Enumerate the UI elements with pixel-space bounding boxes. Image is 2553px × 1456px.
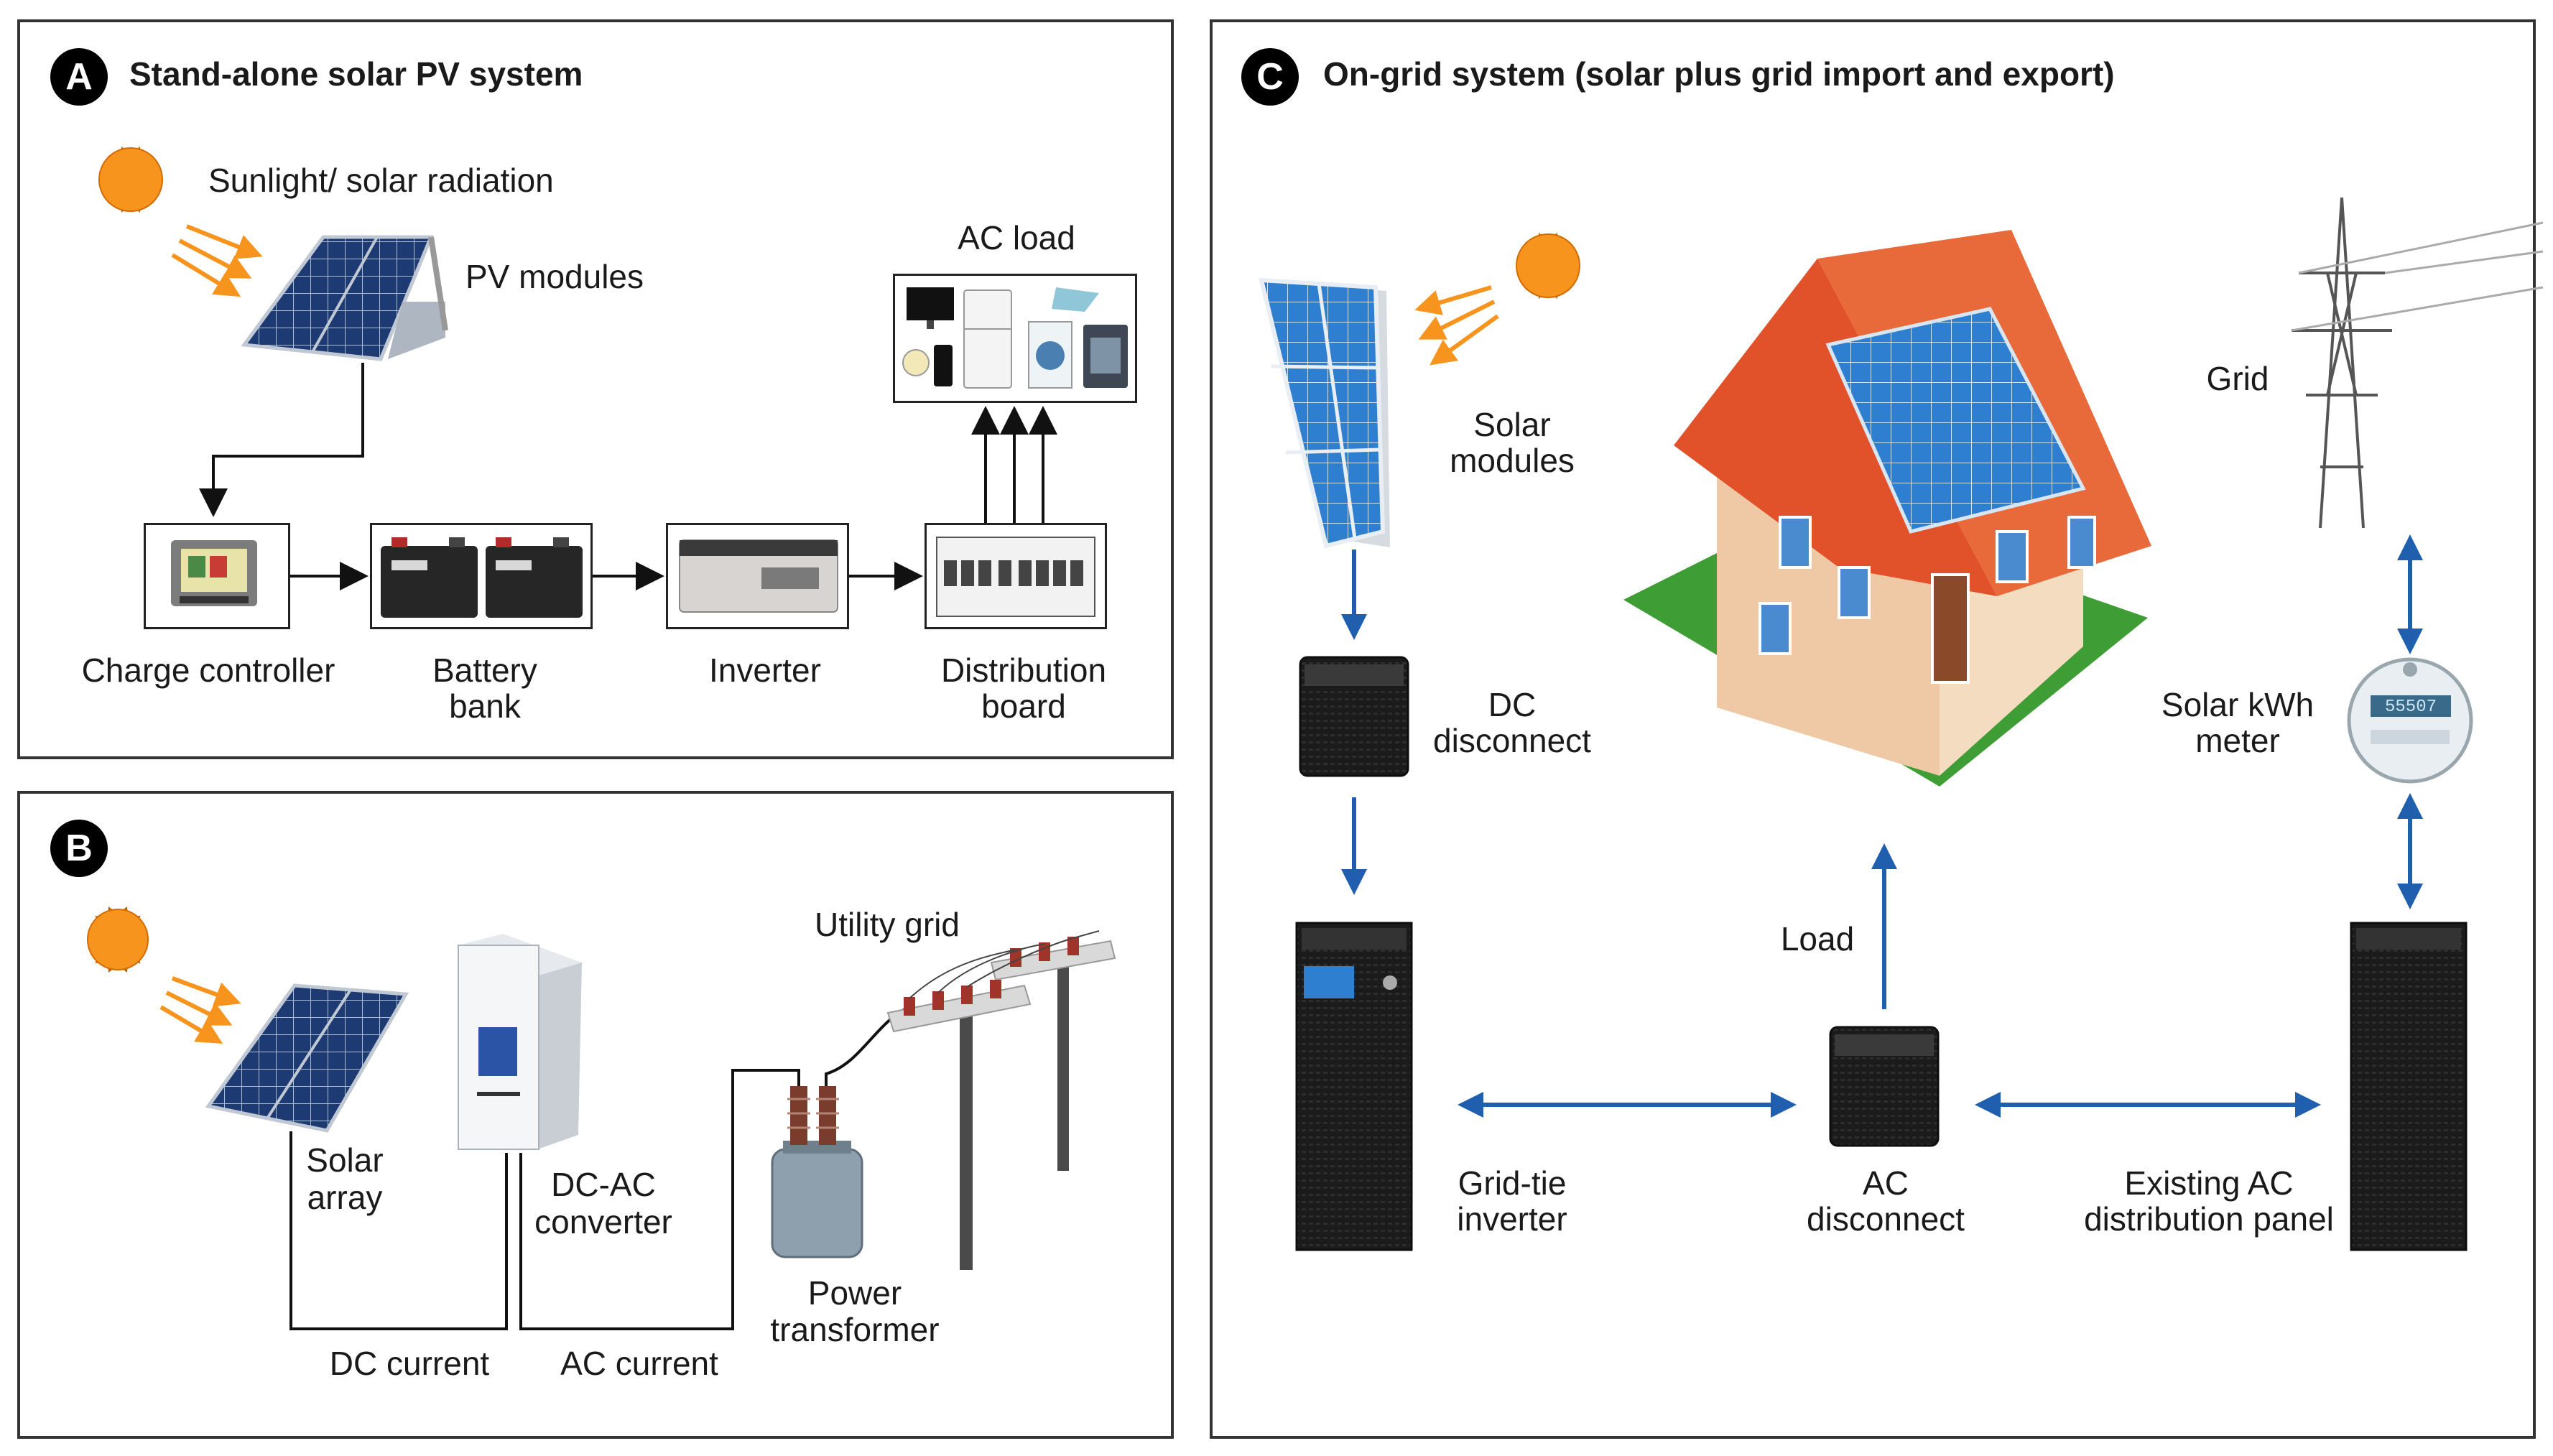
- pv-module-icon: [241, 235, 448, 361]
- ac-current-wire: [519, 1069, 800, 1330]
- sun-icon: [87, 906, 149, 973]
- panel-a-badge: A: [50, 48, 108, 106]
- dc-current-wire: [289, 1131, 508, 1330]
- grid-tie-inverter-label-1: Grid-tie: [1458, 1164, 1567, 1202]
- inverter-label: Inverter: [709, 652, 821, 689]
- distribution-board-label-2: board: [981, 687, 1066, 725]
- solar-array-label-1: Solar: [306, 1141, 384, 1179]
- battery-icon: [381, 537, 583, 618]
- distribution-board-icon: [936, 537, 1095, 617]
- dc-ac-converter-label-1: DC-AC: [551, 1166, 656, 1203]
- panel-a-title: Stand-alone solar PV system: [129, 55, 583, 93]
- sun-rays-icon: [159, 976, 241, 1044]
- transmission-tower-icon: [2291, 197, 2544, 529]
- utility-pole-icon: [886, 930, 1116, 1270]
- charge-controller-label: Charge controller: [81, 652, 335, 689]
- ac-disconnect-label-2: disconnect: [1807, 1200, 1965, 1238]
- ac-disconnect-icon: [1829, 1026, 1940, 1147]
- inverter-icon: [679, 539, 838, 613]
- sunlight-label: Sunlight/ solar radiation: [208, 162, 554, 199]
- power-transformer-label-1: Power: [807, 1274, 902, 1312]
- sun-rays-icon: [1414, 285, 1499, 366]
- ac-disconnect-label-1: AC: [1863, 1164, 1909, 1202]
- ac-current-label: AC current: [560, 1345, 718, 1382]
- dc-disconnect-icon: [1299, 656, 1409, 777]
- distribution-board-label-1: Distribution: [940, 652, 1107, 689]
- utility-grid-label: Utility grid: [815, 906, 960, 943]
- dc-current-label: DC current: [329, 1345, 490, 1382]
- solar-kwh-meter-label-2: meter: [2195, 722, 2280, 759]
- distribution-panel-icon: [2350, 922, 2468, 1251]
- solar-array-label-2: array: [307, 1179, 383, 1216]
- solar-module-icon: [1259, 277, 1390, 549]
- dc-disconnect-label-1: DC: [1488, 686, 1537, 723]
- dc-ac-converter-label-2: converter: [534, 1203, 672, 1241]
- ac-load-label: AC load: [958, 219, 1075, 256]
- solar-array-icon: [205, 983, 409, 1133]
- battery-bank-label-2: bank: [449, 687, 521, 725]
- solar-modules-label-2: modules: [1450, 442, 1575, 479]
- dc-ac-converter-icon: [458, 934, 582, 1150]
- battery-bank-label-1: Battery: [432, 652, 537, 689]
- solar-modules-label-1: Solar: [1473, 406, 1551, 443]
- house-icon: [1623, 230, 2151, 787]
- sun-rays-icon: [171, 224, 263, 297]
- panel-b-badge: B: [50, 820, 108, 877]
- sun-icon: [1516, 233, 1580, 299]
- pv-modules-label: PV modules: [465, 258, 644, 295]
- grid-label: Grid: [2206, 360, 2269, 397]
- existing-ac-panel-label-2: distribution panel: [2084, 1200, 2334, 1238]
- load-label: Load: [1780, 920, 1855, 957]
- grid-tie-inverter-label-2: inverter: [1457, 1200, 1567, 1238]
- connector-pv-to-controller: [199, 363, 364, 517]
- charge-controller-icon: [171, 540, 257, 606]
- panel-c-title: On-grid system (solar plus grid import a…: [1323, 55, 2115, 93]
- existing-ac-panel-label-1: Existing AC: [2124, 1164, 2294, 1202]
- grid-tie-inverter-icon: [1295, 922, 1413, 1251]
- meter-display: 55507: [2385, 697, 2437, 717]
- power-transformer-label-2: transformer: [770, 1311, 940, 1348]
- solar-kwh-meter-icon: [2347, 657, 2473, 784]
- panel-grid-tied: [17, 791, 1174, 1439]
- power-transformer-icon: [771, 1086, 863, 1258]
- dc-disconnect-label-2: disconnect: [1433, 722, 1591, 759]
- sun-icon: [98, 147, 163, 213]
- solar-kwh-meter-label-1: Solar kWh: [2161, 686, 2315, 723]
- panel-c-badge: C: [1241, 48, 1299, 106]
- appliances-icon: [902, 287, 1128, 389]
